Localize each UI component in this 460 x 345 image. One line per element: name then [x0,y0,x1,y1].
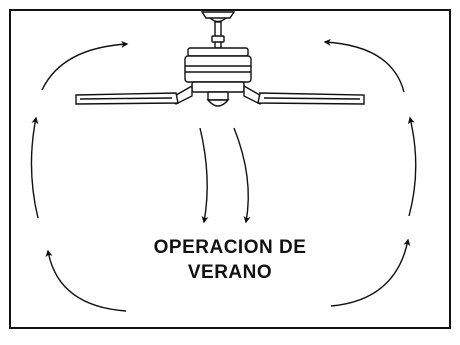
curved-arrow-icon [30,116,39,219]
fan-downrod [214,21,222,49]
curved-arrow-icon [199,127,209,224]
curved-arrow-icon [323,38,405,93]
fan-light-globe [206,99,230,107]
fan-blade-left-grain [79,97,173,100]
caption-line-2: VERANO [187,262,273,283]
fan-blade-hub [191,81,245,93]
fan-light-kit [207,91,229,101]
curved-arrow-icon [407,116,417,217]
airflow-arrows [30,38,417,312]
caption-line-1: OPERACION DE [153,237,307,258]
fan-coupler [211,35,225,43]
fan-motor-top [187,47,249,57]
curved-arrow-icon [330,238,411,307]
fan-canopy [200,11,236,19]
curved-arrow-icon [41,40,129,91]
curved-arrow-icon [45,249,127,312]
ceiling-fan-icon [75,11,365,107]
fan-motor-housing [184,55,252,83]
room-border [9,9,451,329]
curved-arrow-icon [233,127,251,224]
fan-blade-right-grain [263,97,361,100]
